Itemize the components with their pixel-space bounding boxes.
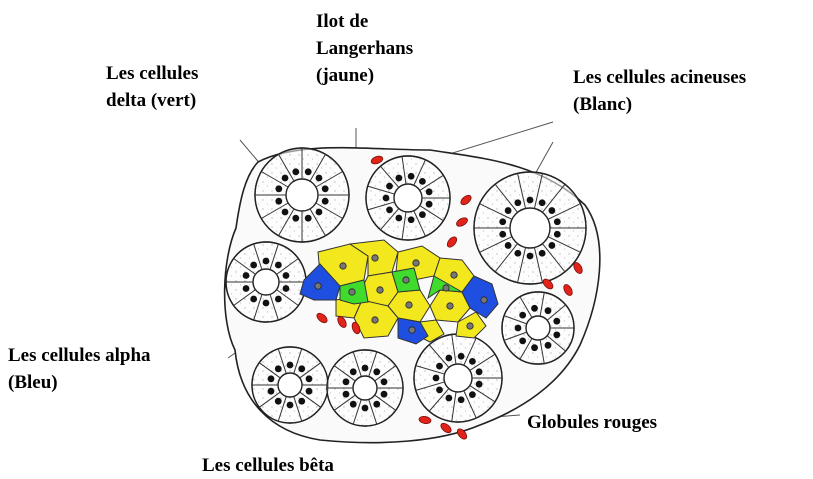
acinar-nucleus xyxy=(554,231,561,238)
acinar-nucleus xyxy=(408,173,415,180)
acinar-nucleus xyxy=(531,305,538,312)
acinar-nucleus xyxy=(545,342,552,349)
acinar-nucleus xyxy=(268,388,275,395)
acinar-nucleus xyxy=(476,368,483,375)
acinar-nucleus xyxy=(350,401,357,408)
acinar-nucleus xyxy=(350,368,357,375)
acinar-nucleus xyxy=(554,218,561,225)
acinar-nucleus xyxy=(362,365,369,372)
acinar-nucleus xyxy=(250,262,257,269)
acinar-nucleus xyxy=(527,253,534,260)
acinar-nucleus xyxy=(282,209,289,216)
acinar-nucleus xyxy=(386,206,393,213)
label-acinar-cells: Les cellules acineuses (Blanc) xyxy=(573,64,746,118)
acinar-nucleus xyxy=(316,209,323,216)
acinar-nucleus xyxy=(539,199,546,206)
acinar-nucleus xyxy=(283,272,290,279)
acinar-nucleus xyxy=(263,300,270,307)
acinar-nucleus xyxy=(519,312,526,319)
acinar-nucleus xyxy=(250,296,257,303)
acinar-nucleus xyxy=(476,381,483,388)
acinar-nucleus xyxy=(381,378,388,385)
acinar-nucleus xyxy=(553,331,560,338)
label-delta-cells: Les cellules delta (vert) xyxy=(106,60,198,114)
acinar-nucleus xyxy=(305,168,312,175)
acinar-nucleus xyxy=(322,185,329,192)
acinar-nucleus xyxy=(426,188,433,195)
acinar-nucleus xyxy=(306,375,313,382)
acinar-nucleus xyxy=(419,211,426,218)
acinar-nucleus xyxy=(298,398,305,405)
acinar-nucleus xyxy=(458,353,465,360)
acinar-nucleus xyxy=(268,375,275,382)
acinar-nucleus xyxy=(436,386,443,393)
acinar-nucleus xyxy=(515,325,522,332)
acinar-nucleus xyxy=(527,197,534,204)
acinar-nucleus xyxy=(553,318,560,325)
label-red-blood-cells: Globules rouges xyxy=(527,409,657,436)
acinar-nucleus xyxy=(445,355,452,362)
acinar-nucleus xyxy=(548,242,555,249)
acinar-nucleus xyxy=(539,250,546,257)
acinar-nucleus xyxy=(436,363,443,370)
acinar-nucleus xyxy=(283,285,290,292)
acinar-nucleus xyxy=(383,195,390,202)
acinar-nucleus xyxy=(282,175,289,182)
acinar-nucleus xyxy=(306,388,313,395)
acinar-nucleus xyxy=(305,215,312,222)
acinar-leader-2 xyxy=(534,142,553,176)
acinar-nucleus xyxy=(343,378,350,385)
acinar-nucleus xyxy=(499,218,506,225)
acinar-nucleus xyxy=(275,198,282,205)
acinar-nucleus xyxy=(275,185,282,192)
acinar-nucleus xyxy=(426,201,433,208)
acinar-nucleus xyxy=(275,262,282,269)
acinar-nucleus xyxy=(545,307,552,314)
acinar-nucleus xyxy=(275,296,282,303)
acinar-nucleus xyxy=(548,207,555,214)
acinar-nucleus xyxy=(514,250,521,257)
acinar-nucleus xyxy=(419,178,426,185)
acinar-nucleus xyxy=(519,337,526,344)
acinar-nucleus xyxy=(322,198,329,205)
acinar-nucleus xyxy=(243,272,250,279)
acinar-nucleus xyxy=(287,402,294,409)
acinar-nucleus xyxy=(381,391,388,398)
acinar-nucleus xyxy=(275,365,282,372)
acinar-nucleus xyxy=(395,175,402,182)
acinar-nucleus xyxy=(469,358,476,365)
acinar-nucleus xyxy=(505,242,512,249)
acinar-nucleus xyxy=(505,207,512,214)
acinar-nucleus xyxy=(499,231,506,238)
acinar-nucleus xyxy=(243,285,250,292)
acinar-nucleus xyxy=(292,215,299,222)
label-beta-cells: Les cellules bêta xyxy=(202,452,334,479)
acinar-nucleus xyxy=(316,175,323,182)
acinar-nucleus xyxy=(433,375,440,382)
acinar-nucleus xyxy=(445,395,452,402)
acinar-nucleus xyxy=(275,398,282,405)
acinar-nucleus xyxy=(386,183,393,190)
acinar-nucleus xyxy=(292,168,299,175)
acinar-nucleus xyxy=(287,362,294,369)
acinar-nucleus xyxy=(298,365,305,372)
acinar-nucleus xyxy=(469,391,476,398)
acinar-nucleus xyxy=(373,368,380,375)
acinar-nucleus xyxy=(362,405,369,412)
acinar-nucleus xyxy=(408,216,415,223)
acinar-nucleus xyxy=(263,258,270,265)
label-alpha-cells: Les cellules alpha (Bleu) xyxy=(8,342,151,396)
acinar-nucleus xyxy=(531,344,538,351)
acinar-nucleus xyxy=(343,391,350,398)
acinar-nucleus xyxy=(458,396,465,403)
acinar-nucleus xyxy=(395,215,402,222)
acinar-nucleus xyxy=(373,401,380,408)
label-islet-of-langerhans: Ilot de Langerhans (jaune) xyxy=(316,8,413,89)
acinar-nucleus xyxy=(514,199,521,206)
